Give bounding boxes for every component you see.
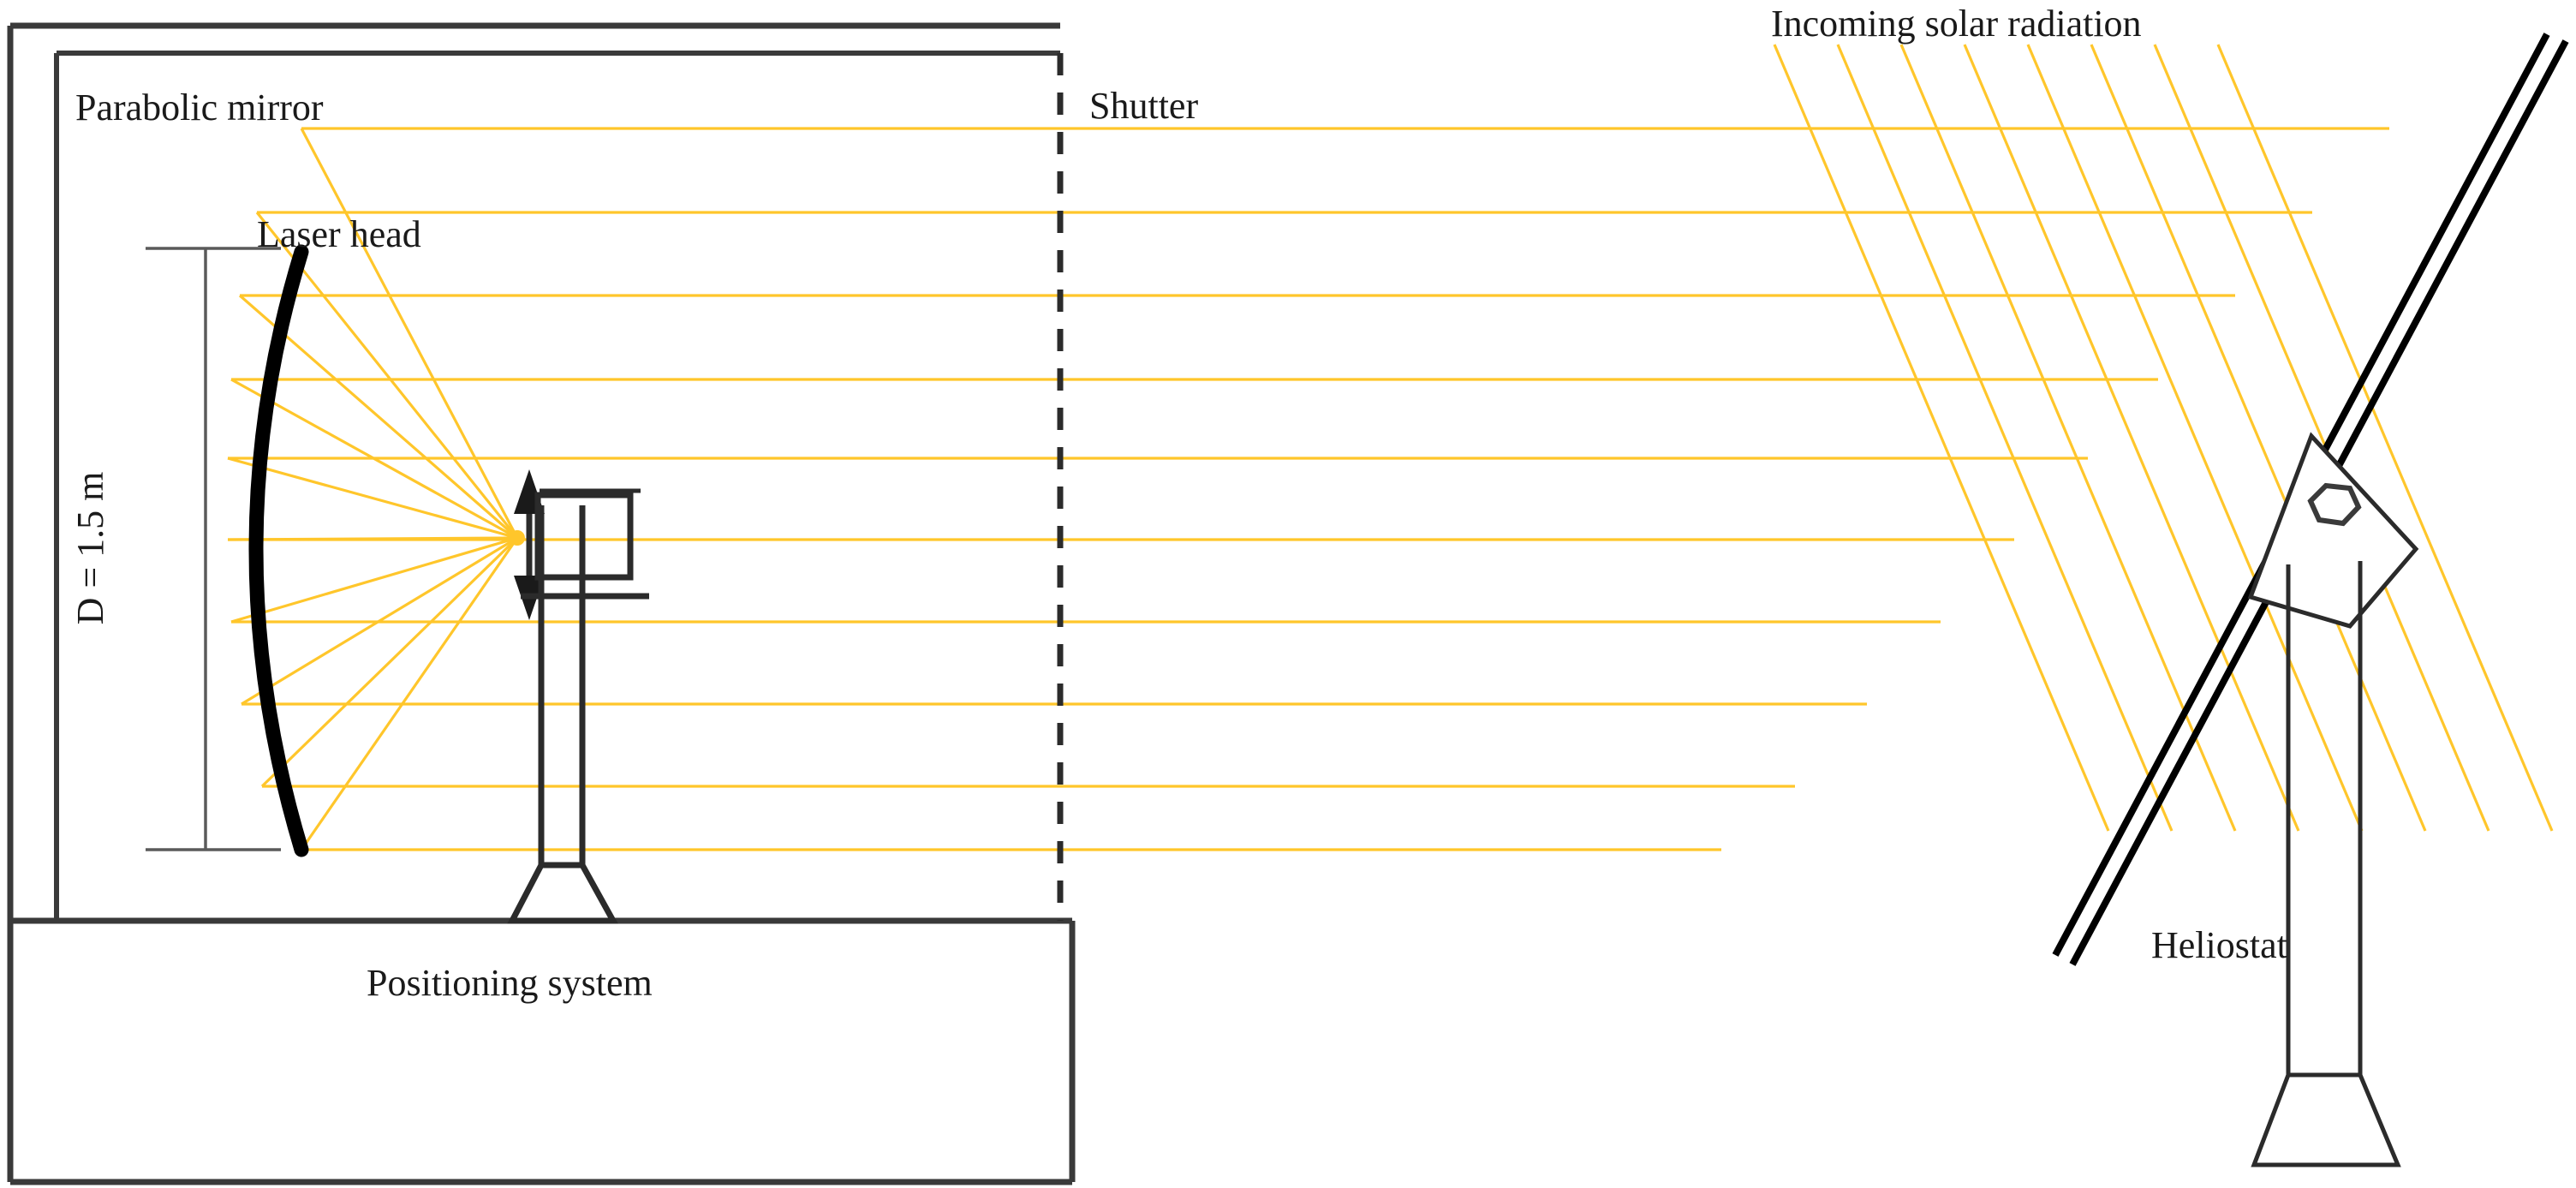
ray-converge-5 <box>227 457 518 540</box>
ray-incoming-4 <box>1963 44 2300 832</box>
label-incoming-solar-radiation: Incoming solar radiation <box>1771 3 2142 45</box>
ray-incoming-1 <box>1773 44 2110 832</box>
label-positioning-system: Positioning system <box>367 962 653 1004</box>
diameter-dimension <box>146 247 281 851</box>
heliostat-pivot-bracket <box>2247 432 2419 629</box>
ray-converge-7 <box>230 536 518 624</box>
parabolic-mirror-arc <box>248 244 309 857</box>
ray-incoming-8 <box>2216 44 2554 832</box>
label-diameter: D = 1.5 m <box>69 472 111 625</box>
incoming-solar-rays <box>1773 44 2554 832</box>
positioning-system <box>507 505 618 924</box>
ray-converge-9 <box>260 536 519 788</box>
label-heliostat: Heliostat <box>2151 924 2287 966</box>
label-laser-head: Laser head <box>257 213 421 255</box>
focal-point-marker <box>510 530 525 546</box>
ray-converge-4 <box>230 378 518 540</box>
heliostat-base <box>2251 1072 2401 1167</box>
ray-converge-10 <box>300 537 519 851</box>
label-shutter: Shutter <box>1089 85 1198 127</box>
ray-converge-8 <box>241 536 518 706</box>
heliostat <box>2052 33 2569 1167</box>
horizontal-solar-rays <box>228 127 2389 851</box>
ray-incoming-5 <box>2026 44 2364 832</box>
label-parabolic-mirror: Parabolic mirror <box>75 87 324 128</box>
ray-incoming-2 <box>1836 44 2174 832</box>
ray-incoming-3 <box>1899 44 2237 832</box>
ray-incoming-7 <box>2153 44 2490 832</box>
ray-incoming-6 <box>2090 44 2427 832</box>
ray-converge-6 <box>227 536 518 541</box>
lab-room-outline <box>54 51 1060 921</box>
heliostat-hex-bolt-icon <box>2307 482 2362 527</box>
positioning-base <box>507 862 618 924</box>
parabolic-mirror <box>248 244 309 857</box>
ray-converge-1 <box>300 128 519 539</box>
